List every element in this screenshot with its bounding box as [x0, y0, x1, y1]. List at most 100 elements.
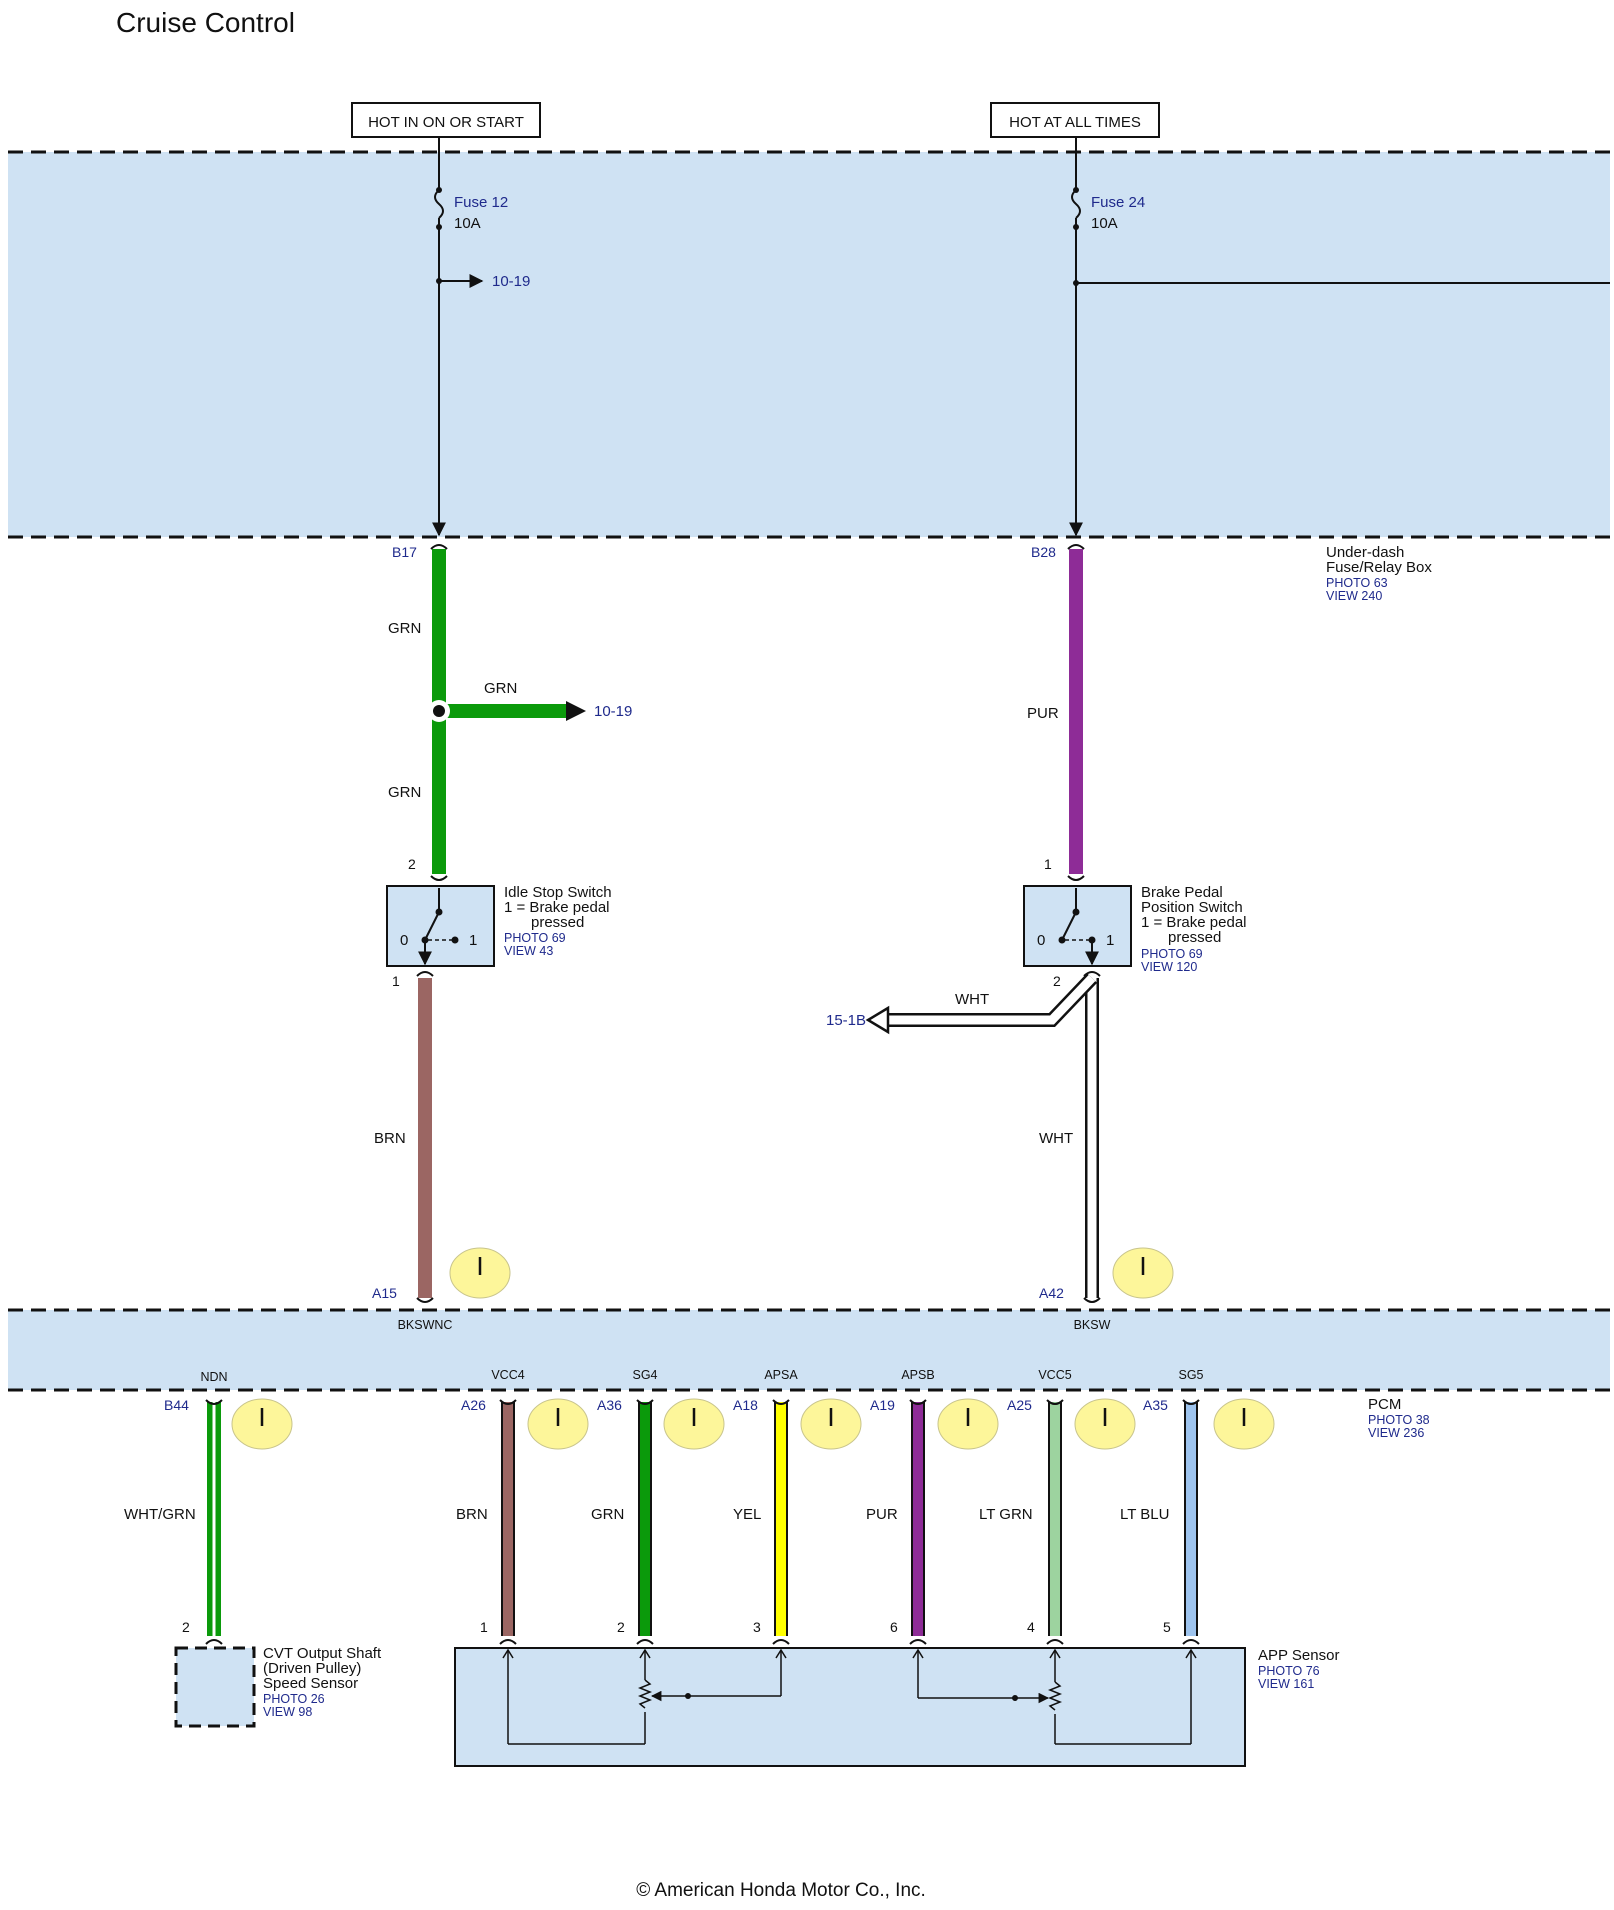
brake-switch-name2: Position Switch — [1141, 899, 1243, 916]
pcm-photo[interactable]: PHOTO 38 — [1368, 1413, 1430, 1427]
app-sensor-name: APP Sensor — [1258, 1647, 1339, 1664]
location-icon[interactable] — [1213, 1398, 1275, 1450]
pcm-pin-a42: A42 — [1039, 1285, 1064, 1301]
wire-grn-branch-label: GRN — [484, 680, 517, 697]
cvt-sensor-name3: Speed Sensor — [263, 1675, 358, 1692]
idle-switch-pin-top: 2 — [408, 856, 416, 872]
cvt-sensor-photo[interactable]: PHOTO 26 — [263, 1692, 325, 1706]
wire-grn-upper-label: GRN — [388, 620, 421, 637]
pcm-signal-sg4: SG4 — [632, 1368, 657, 1382]
wire-wht-branch-label: WHT — [955, 991, 989, 1008]
brake-switch-desc1: 1 = Brake pedal — [1141, 914, 1247, 931]
pcm-signal-vcc5: VCC5 — [1038, 1368, 1071, 1382]
location-icon[interactable] — [527, 1398, 589, 1450]
cvt-sensor-name2: (Driven Pulley) — [263, 1660, 361, 1677]
wire-wht-label: WHT — [1039, 1130, 1073, 1147]
wire-pur-brake: PUR — [1027, 549, 1083, 874]
power-source-left: HOT IN ON OR START — [351, 102, 541, 138]
wire-label-brn: BRN — [456, 1506, 488, 1523]
app-sensor-pin-1: 1 — [480, 1619, 488, 1635]
location-icon[interactable] — [1074, 1398, 1136, 1450]
fuse-relay-box — [8, 150, 1610, 539]
pcm-signal-ndn: NDN — [200, 1370, 227, 1384]
pcm-signal-vcc4: VCC4 — [491, 1368, 524, 1382]
fuse12-symbol — [434, 189, 444, 219]
idle-switch-desc1: 1 = Brake pedal — [504, 899, 610, 916]
idle-switch-view[interactable]: VIEW 43 — [504, 944, 553, 958]
app-sensor-pin-6: 6 — [890, 1619, 898, 1635]
location-icon[interactable] — [800, 1398, 862, 1450]
fuse-box-photo[interactable]: PHOTO 63 — [1326, 576, 1388, 590]
wire-label-yel: YEL — [733, 1506, 761, 1523]
pcm-pin-b44: B44 — [164, 1397, 189, 1413]
wire-grn-lower-label: GRN — [388, 784, 421, 801]
power-source-right: HOT AT ALL TIMES — [990, 102, 1160, 138]
wire-wht-branch-ref[interactable]: 15-1B — [826, 1012, 866, 1029]
idle-stop-switch: 2 0 1 1 Idle Stop Switch 1 = Brake pedal… — [386, 856, 612, 989]
wire-brn-label: BRN — [374, 1130, 406, 1147]
power-source-right-label: HOT AT ALL TIMES — [1009, 114, 1141, 131]
fuse-box-view[interactable]: VIEW 240 — [1326, 589, 1382, 603]
fuse12-name: Fuse 12 — [454, 194, 508, 211]
pcm-pin-a26: A26 — [461, 1397, 486, 1413]
wire-wht-brake-pcm: WHT 15-1B WHT — [826, 973, 1099, 1298]
pcm-pin-a36: A36 — [597, 1397, 622, 1413]
cvt-speed-sensor: CVT Output Shaft (Driven Pulley) Speed S… — [174, 1645, 382, 1728]
app-sensor-view[interactable]: VIEW 161 — [1258, 1677, 1314, 1691]
fuse-box-name-2: Fuse/Relay Box — [1326, 559, 1432, 576]
location-icon[interactable] — [663, 1398, 725, 1450]
location-icon[interactable] — [231, 1398, 293, 1450]
fuse-box-pin-b17: B17 — [392, 544, 417, 560]
fuse12-rating: 10A — [454, 215, 481, 232]
cvt-sensor-name1: CVT Output Shaft — [263, 1645, 382, 1662]
pcm-signal-bksw: BKSW — [1074, 1318, 1111, 1332]
pcm-signal-apsb: APSB — [901, 1368, 934, 1382]
page-title: Cruise Control — [116, 7, 295, 38]
pcm-name: PCM — [1368, 1396, 1401, 1413]
fuse24-symbol — [1071, 189, 1081, 219]
brake-switch-name1: Brake Pedal — [1141, 884, 1223, 901]
fuse12-circuit: Fuse 12 10A 10-19 — [432, 137, 530, 537]
idle-switch-name: Idle Stop Switch — [504, 884, 612, 901]
app-sensor-photo[interactable]: PHOTO 76 — [1258, 1664, 1320, 1678]
wire-label-grn: GRN — [591, 1506, 624, 1523]
pcm-pin-a18: A18 — [733, 1397, 758, 1413]
brake-pedal-switch: 1 0 1 2 Brake Pedal Position Switch 1 = … — [1023, 856, 1247, 989]
pcm-pin-a25: A25 — [1007, 1397, 1032, 1413]
cvt-sensor-pin: 2 — [182, 1619, 190, 1635]
app-sensor-pin-2: 2 — [617, 1619, 625, 1635]
brake-switch-desc2: pressed — [1168, 929, 1221, 946]
wire-label-lt-blu: LT BLU — [1120, 1506, 1169, 1523]
power-source-left-label: HOT IN ON OR START — [368, 114, 524, 131]
location-icon[interactable] — [449, 1247, 511, 1299]
brake-switch-pos1: 1 — [1106, 932, 1114, 949]
idle-switch-pos1: 1 — [469, 932, 477, 949]
pcm-pin-a19: A19 — [870, 1397, 895, 1413]
app-sensor: APP Sensor PHOTO 76 VIEW 161 — [454, 1647, 1339, 1767]
location-icon[interactable] — [1112, 1247, 1174, 1299]
idle-switch-pos0: 0 — [400, 932, 408, 949]
wire-label-pur: PUR — [866, 1506, 898, 1523]
fuse24-name: Fuse 24 — [1091, 194, 1145, 211]
app-sensor-pin-4: 4 — [1027, 1619, 1035, 1635]
cvt-sensor-view[interactable]: VIEW 98 — [263, 1705, 312, 1719]
wire-grn-branch-ref[interactable]: 10-19 — [594, 703, 632, 720]
brake-switch-view[interactable]: VIEW 120 — [1141, 960, 1197, 974]
idle-switch-photo[interactable]: PHOTO 69 — [504, 931, 566, 945]
fuse24-circuit: Fuse 24 10A — [1069, 137, 1610, 537]
pcm-signal-bkswnc: BKSWNC — [398, 1318, 453, 1332]
fuse12-ref[interactable]: 10-19 — [492, 273, 530, 290]
pcm-signal-sg5: SG5 — [1178, 1368, 1203, 1382]
brake-switch-photo[interactable]: PHOTO 69 — [1141, 947, 1203, 961]
app-sensor-pin-3: 3 — [753, 1619, 761, 1635]
pcm-pin-a35: A35 — [1143, 1397, 1168, 1413]
pcm-view[interactable]: VIEW 236 — [1368, 1426, 1424, 1440]
fuse-box-pin-b28: B28 — [1031, 544, 1056, 560]
location-icon[interactable] — [937, 1398, 999, 1450]
idle-switch-pin-bottom: 1 — [392, 973, 400, 989]
copyright-notice: © American Honda Motor Co., Inc. — [636, 1880, 926, 1901]
fuse24-rating: 10A — [1091, 215, 1118, 232]
wire-brn-idle-pcm: BRN — [374, 978, 432, 1298]
wire-label-lt-grn: LT GRN — [979, 1506, 1033, 1523]
